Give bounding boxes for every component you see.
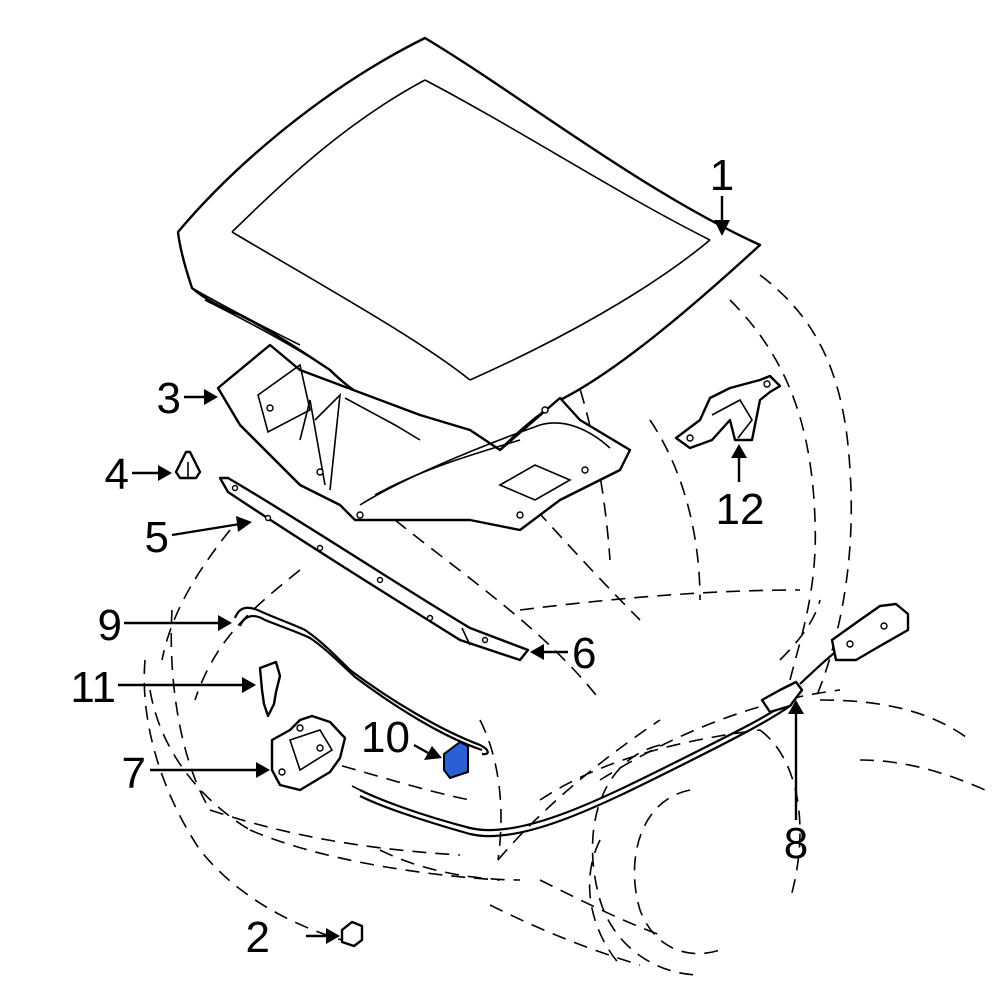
- callout-11: 11: [70, 663, 116, 712]
- part-prop-rod-holder[interactable]: [258, 660, 282, 718]
- part-hood-prop-rod[interactable]: [233, 606, 489, 756]
- callout-8: 8: [784, 819, 808, 868]
- callout-12: 12: [716, 485, 765, 534]
- callout-5: 5: [145, 513, 169, 562]
- callout-9: 9: [98, 601, 122, 650]
- callout-7: 7: [122, 749, 146, 798]
- callout-labels: 1 2 3 4 5 6 7 8 9 10 11 12: [70, 151, 808, 962]
- callout-3: 3: [157, 374, 181, 423]
- part-release-cable[interactable]: [351, 602, 910, 838]
- part-hood-stop[interactable]: [340, 920, 364, 948]
- part-hood-hinge[interactable]: [674, 374, 782, 450]
- callout-6: 6: [572, 629, 596, 678]
- part-hood-insulator[interactable]: [216, 343, 632, 532]
- callout-leaders: [118, 196, 804, 944]
- callout-10: 10: [361, 713, 410, 762]
- part-rubber-bumper[interactable]: [443, 740, 469, 780]
- callout-1: 1: [710, 151, 734, 200]
- callout-2: 2: [246, 913, 270, 962]
- callout-4: 4: [105, 450, 129, 499]
- part-retainer-clip[interactable]: [174, 450, 202, 480]
- part-hood-latch[interactable]: [270, 714, 347, 792]
- part-hood-seal[interactable]: [218, 476, 530, 662]
